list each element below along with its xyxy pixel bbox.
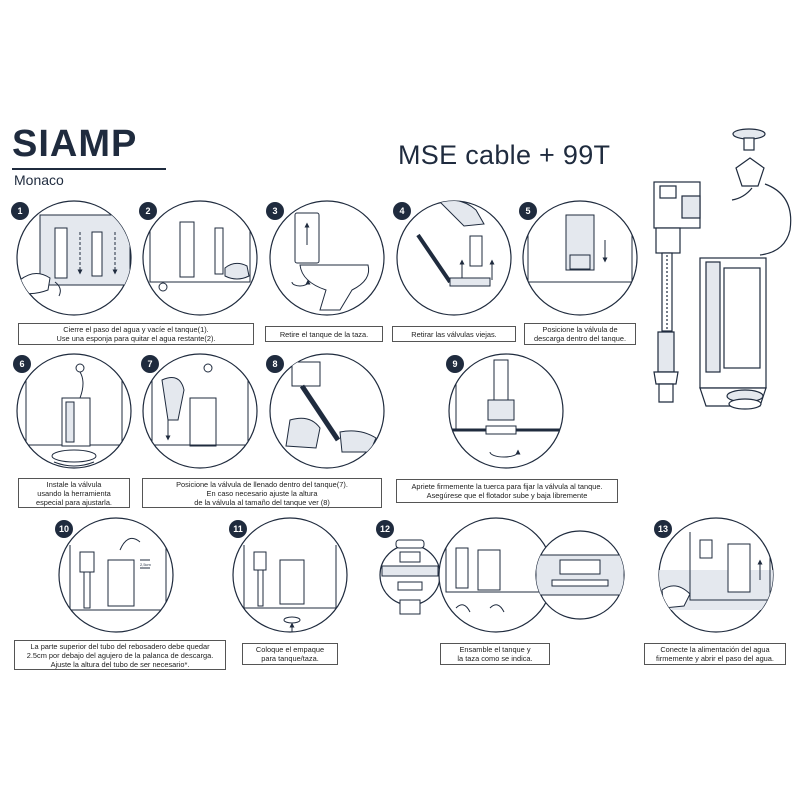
caption-step-13: Conecte la alimentación del agua firmeme… (644, 643, 786, 665)
caption-step-5: Posicione la válvula de descarga dentro … (524, 323, 636, 345)
svg-text:2: 2 (145, 206, 150, 216)
caption-step-4: Retirar las válvulas viejas. (392, 326, 516, 342)
step-badge-11: 11 (229, 520, 247, 538)
step-badge-3: 3 (266, 202, 284, 220)
caption-step-11: Coloque el empaque para tanque/taza. (242, 643, 338, 665)
step-7-illustration (142, 353, 258, 469)
step-badge-7: 7 (141, 355, 159, 373)
step-badge-10: 10 (55, 520, 73, 538)
svg-text:12: 12 (380, 524, 390, 534)
page-title: MSE cable + 99T (398, 140, 611, 170)
step-badge-8: 8 (266, 355, 284, 373)
caption-step-3: Retire el tanque de la taza. (265, 326, 383, 342)
step-6-illustration (16, 353, 132, 469)
step-badge-4: 4 (393, 202, 411, 220)
valve-assembly-illustration (653, 128, 792, 410)
svg-text:5: 5 (525, 206, 530, 216)
step-13-illustration (658, 517, 774, 633)
svg-text:6: 6 (19, 359, 24, 369)
step-9-illustration (448, 353, 564, 469)
step-5-illustration (522, 200, 638, 316)
step-1-illustration (16, 200, 132, 316)
caption-step-6: Instale la válvula usando la herramienta… (18, 478, 130, 508)
step-8-illustration (269, 353, 385, 469)
svg-text:9: 9 (452, 359, 457, 369)
step-badge-6: 6 (13, 355, 31, 373)
model-name: Monaco (14, 172, 64, 188)
svg-text:10: 10 (59, 524, 69, 534)
step-2-illustration (142, 200, 258, 316)
step-12-illustration (379, 517, 625, 633)
svg-text:1: 1 (17, 206, 22, 216)
brand-rule (12, 168, 166, 170)
caption-steps-1-2: Cierre el paso del agua y vacíe el tanqu… (18, 323, 254, 345)
step-badge-12: 12 (376, 520, 394, 538)
caption-step-9: Apriete firmemente la tuerca para fijar … (396, 479, 618, 503)
step-badge-1: 1 (11, 202, 29, 220)
caption-step-10: La parte superior del tubo del rebosader… (14, 640, 226, 670)
svg-text:11: 11 (233, 524, 243, 534)
step-11-illustration (232, 517, 348, 633)
caption-steps-7-8: Posicione la válvula de llenado dentro d… (142, 478, 382, 508)
step-badges: 1 2 3 4 5 6 7 8 9 10 11 12 13 (11, 202, 672, 538)
step-badge-13: 13 (654, 520, 672, 538)
svg-text:7: 7 (147, 359, 152, 369)
svg-text:3: 3 (272, 206, 277, 216)
step-badge-2: 2 (139, 202, 157, 220)
brand-logo: SIAMP Monaco (12, 123, 172, 188)
svg-text:13: 13 (658, 524, 668, 534)
step-badge-9: 9 (446, 355, 464, 373)
svg-text:8: 8 (272, 359, 277, 369)
step-4-illustration (396, 200, 512, 316)
step-badge-5: 5 (519, 202, 537, 220)
caption-step-12: Ensamble el tanque y la taza como se ind… (440, 643, 550, 665)
svg-text:4: 4 (399, 206, 404, 216)
gap-label: 2,5cm (140, 562, 152, 567)
brand-name: SIAMP (12, 123, 138, 165)
step-3-illustration (269, 200, 385, 316)
step-10-illustration: 2,5cm (58, 517, 174, 633)
